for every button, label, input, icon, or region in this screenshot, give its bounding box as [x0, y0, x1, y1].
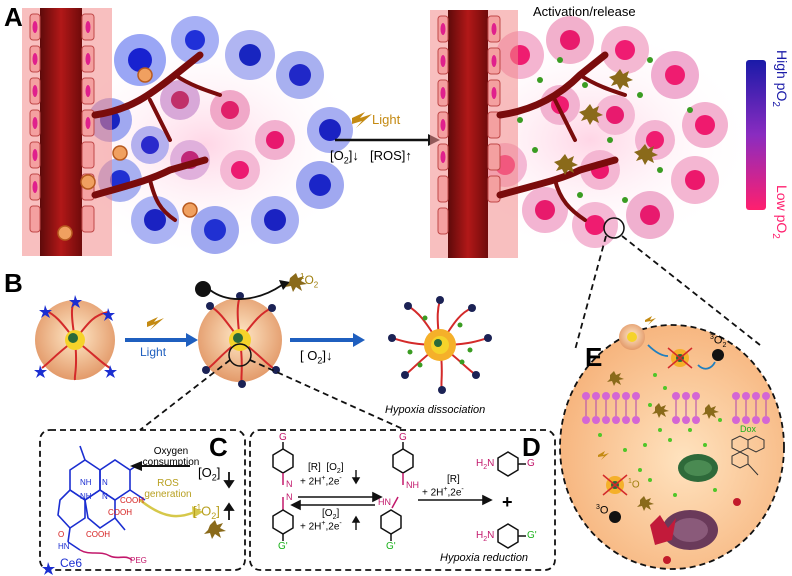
- azo-n-1: N: [286, 479, 293, 489]
- g-product-2: G': [527, 530, 537, 541]
- atom-hn: HN: [58, 542, 70, 551]
- hydrazo-nh: NH: [406, 480, 419, 490]
- nanoparticle-activated: [198, 292, 282, 388]
- singlet-oxygen-label-c: [1O2]: [193, 503, 220, 521]
- g-bottom-left: G': [278, 541, 288, 552]
- e-dox-molecule: [731, 435, 765, 476]
- hypoxia-reduction-label: Hypoxia reduction: [440, 552, 529, 564]
- hydrazo-compound: [380, 442, 414, 541]
- dox-label: Dox: [740, 424, 757, 434]
- light-bolt-icon-b: [147, 317, 164, 330]
- amine-label-1: H2N: [476, 458, 495, 471]
- reverse-conditions-label: + 2H+,2e-: [300, 520, 342, 533]
- d-reaction-arrows: [290, 491, 493, 511]
- e-micelle-top: [647, 344, 724, 370]
- panel-d-label: D: [522, 432, 541, 462]
- singlet-oxygen-label-b: 1O2: [300, 272, 319, 290]
- peg-label: PEG: [130, 556, 147, 565]
- e-nanoparticle-top: [619, 316, 656, 350]
- panel-d-box: [249, 429, 556, 571]
- panel-a-label: A: [4, 2, 23, 32]
- forward-conditions-label: + 2H+,2e-: [300, 475, 342, 488]
- po2-scale-bar: [746, 60, 766, 210]
- g-bottom-mid: G': [386, 541, 396, 552]
- panel-e-ellipse: [559, 324, 785, 570]
- right-blood-vessel: [430, 10, 518, 258]
- azo-n-2: N: [286, 492, 293, 502]
- amine-label-2: H2N: [476, 530, 495, 543]
- right-ros-bursts: [554, 69, 658, 175]
- low-po2-label: Low pO2: [770, 185, 790, 239]
- atom-o: O: [58, 530, 65, 539]
- panel-e-label: E: [585, 342, 603, 372]
- atom-n-2: N: [102, 492, 108, 501]
- atom-nh-1: NH: [80, 478, 92, 487]
- left-nanoparticles: [57, 67, 198, 241]
- ros-increase-label-a: [ROS]↑: [370, 148, 412, 163]
- o2-decrease-label-b: [ O2]↓: [300, 348, 333, 366]
- o2-label-c: [O2]: [198, 465, 221, 483]
- zoom-circle-b: [228, 343, 252, 367]
- cell-membrane: [582, 392, 770, 424]
- peg-chain: [79, 549, 133, 561]
- g-top-mid: G: [399, 432, 407, 443]
- d-o2-arrows: [351, 470, 361, 530]
- o2-decrease-label-a: [O2]↓: [330, 148, 359, 166]
- oxygen-consumption-label: Oxygen consumption: [142, 446, 200, 468]
- left-capillary-branches: [91, 51, 222, 222]
- dissociated-micelle: [388, 296, 492, 394]
- reverse-o2-label: [O2]: [322, 508, 340, 521]
- oxygen-arc-b: [195, 273, 307, 300]
- ros-generation-arrow: [139, 499, 203, 518]
- cooh-label-2: COOH: [108, 508, 132, 517]
- e-organelles: [650, 454, 718, 550]
- singlet-burst-c: [204, 520, 226, 539]
- e-micelle-bottom: [598, 451, 628, 523]
- left-blood-vessel: [22, 8, 112, 256]
- triplet-o2-label-bottom: 3O: [596, 504, 609, 517]
- panel-c-label: C: [209, 432, 228, 462]
- ce6-legend-label: Ce6: [60, 556, 83, 570]
- g-top-left: G: [279, 432, 287, 443]
- left-tumor: [45, 16, 365, 260]
- hydrazo-hn: HN: [378, 497, 391, 507]
- atom-nh-2: NH: [80, 492, 92, 501]
- panel-b-label: B: [4, 268, 23, 298]
- zoom-lines-cd: [139, 359, 406, 431]
- second-reagent-label: [R]: [447, 474, 460, 485]
- singlet-o2-label-e: 1O: [628, 478, 640, 491]
- aniline-products: [497, 451, 526, 549]
- triplet-o2-label-top: 3O2: [710, 334, 727, 349]
- e-ros-bursts: [607, 371, 719, 511]
- light-bolt-icon: [352, 112, 372, 128]
- light-arrow-b: [125, 317, 198, 347]
- hypoxia-dissociation-label: Hypoxia dissociation: [385, 404, 486, 416]
- high-po2-label: High pO2: [770, 50, 790, 107]
- e-green-particles: [598, 373, 722, 497]
- light-label-a: Light: [372, 112, 401, 127]
- right-released-particles: [517, 57, 693, 203]
- atom-n-1: N: [102, 478, 108, 487]
- ros-generation-label: ROS generation: [144, 478, 192, 500]
- nanoparticle-before-light: [34, 295, 117, 381]
- cooh-label-3: COOH: [86, 530, 110, 539]
- ce6-structure: [57, 445, 146, 551]
- plus-sign: +: [502, 492, 513, 512]
- cooh-label-1: COOH: [120, 496, 144, 505]
- second-conditions-label: + 2H+,2e-: [422, 486, 464, 499]
- forward-reagent-label: [R] [O2]: [308, 462, 344, 475]
- azo-compound: [272, 442, 294, 541]
- activation-release-label: Activation/release: [533, 4, 636, 19]
- c-updown-arrows: [223, 472, 235, 520]
- zoom-circle: [603, 217, 625, 239]
- e-skull-icons: [663, 498, 741, 564]
- g-product-1: G: [527, 458, 535, 469]
- right-capillary-branches: [496, 51, 627, 222]
- o2-arrow-b: [290, 333, 365, 347]
- oxygen-consumption-arrow: [130, 461, 190, 471]
- ce6-star-icon: [42, 562, 55, 575]
- light-label-b: Light: [140, 345, 167, 359]
